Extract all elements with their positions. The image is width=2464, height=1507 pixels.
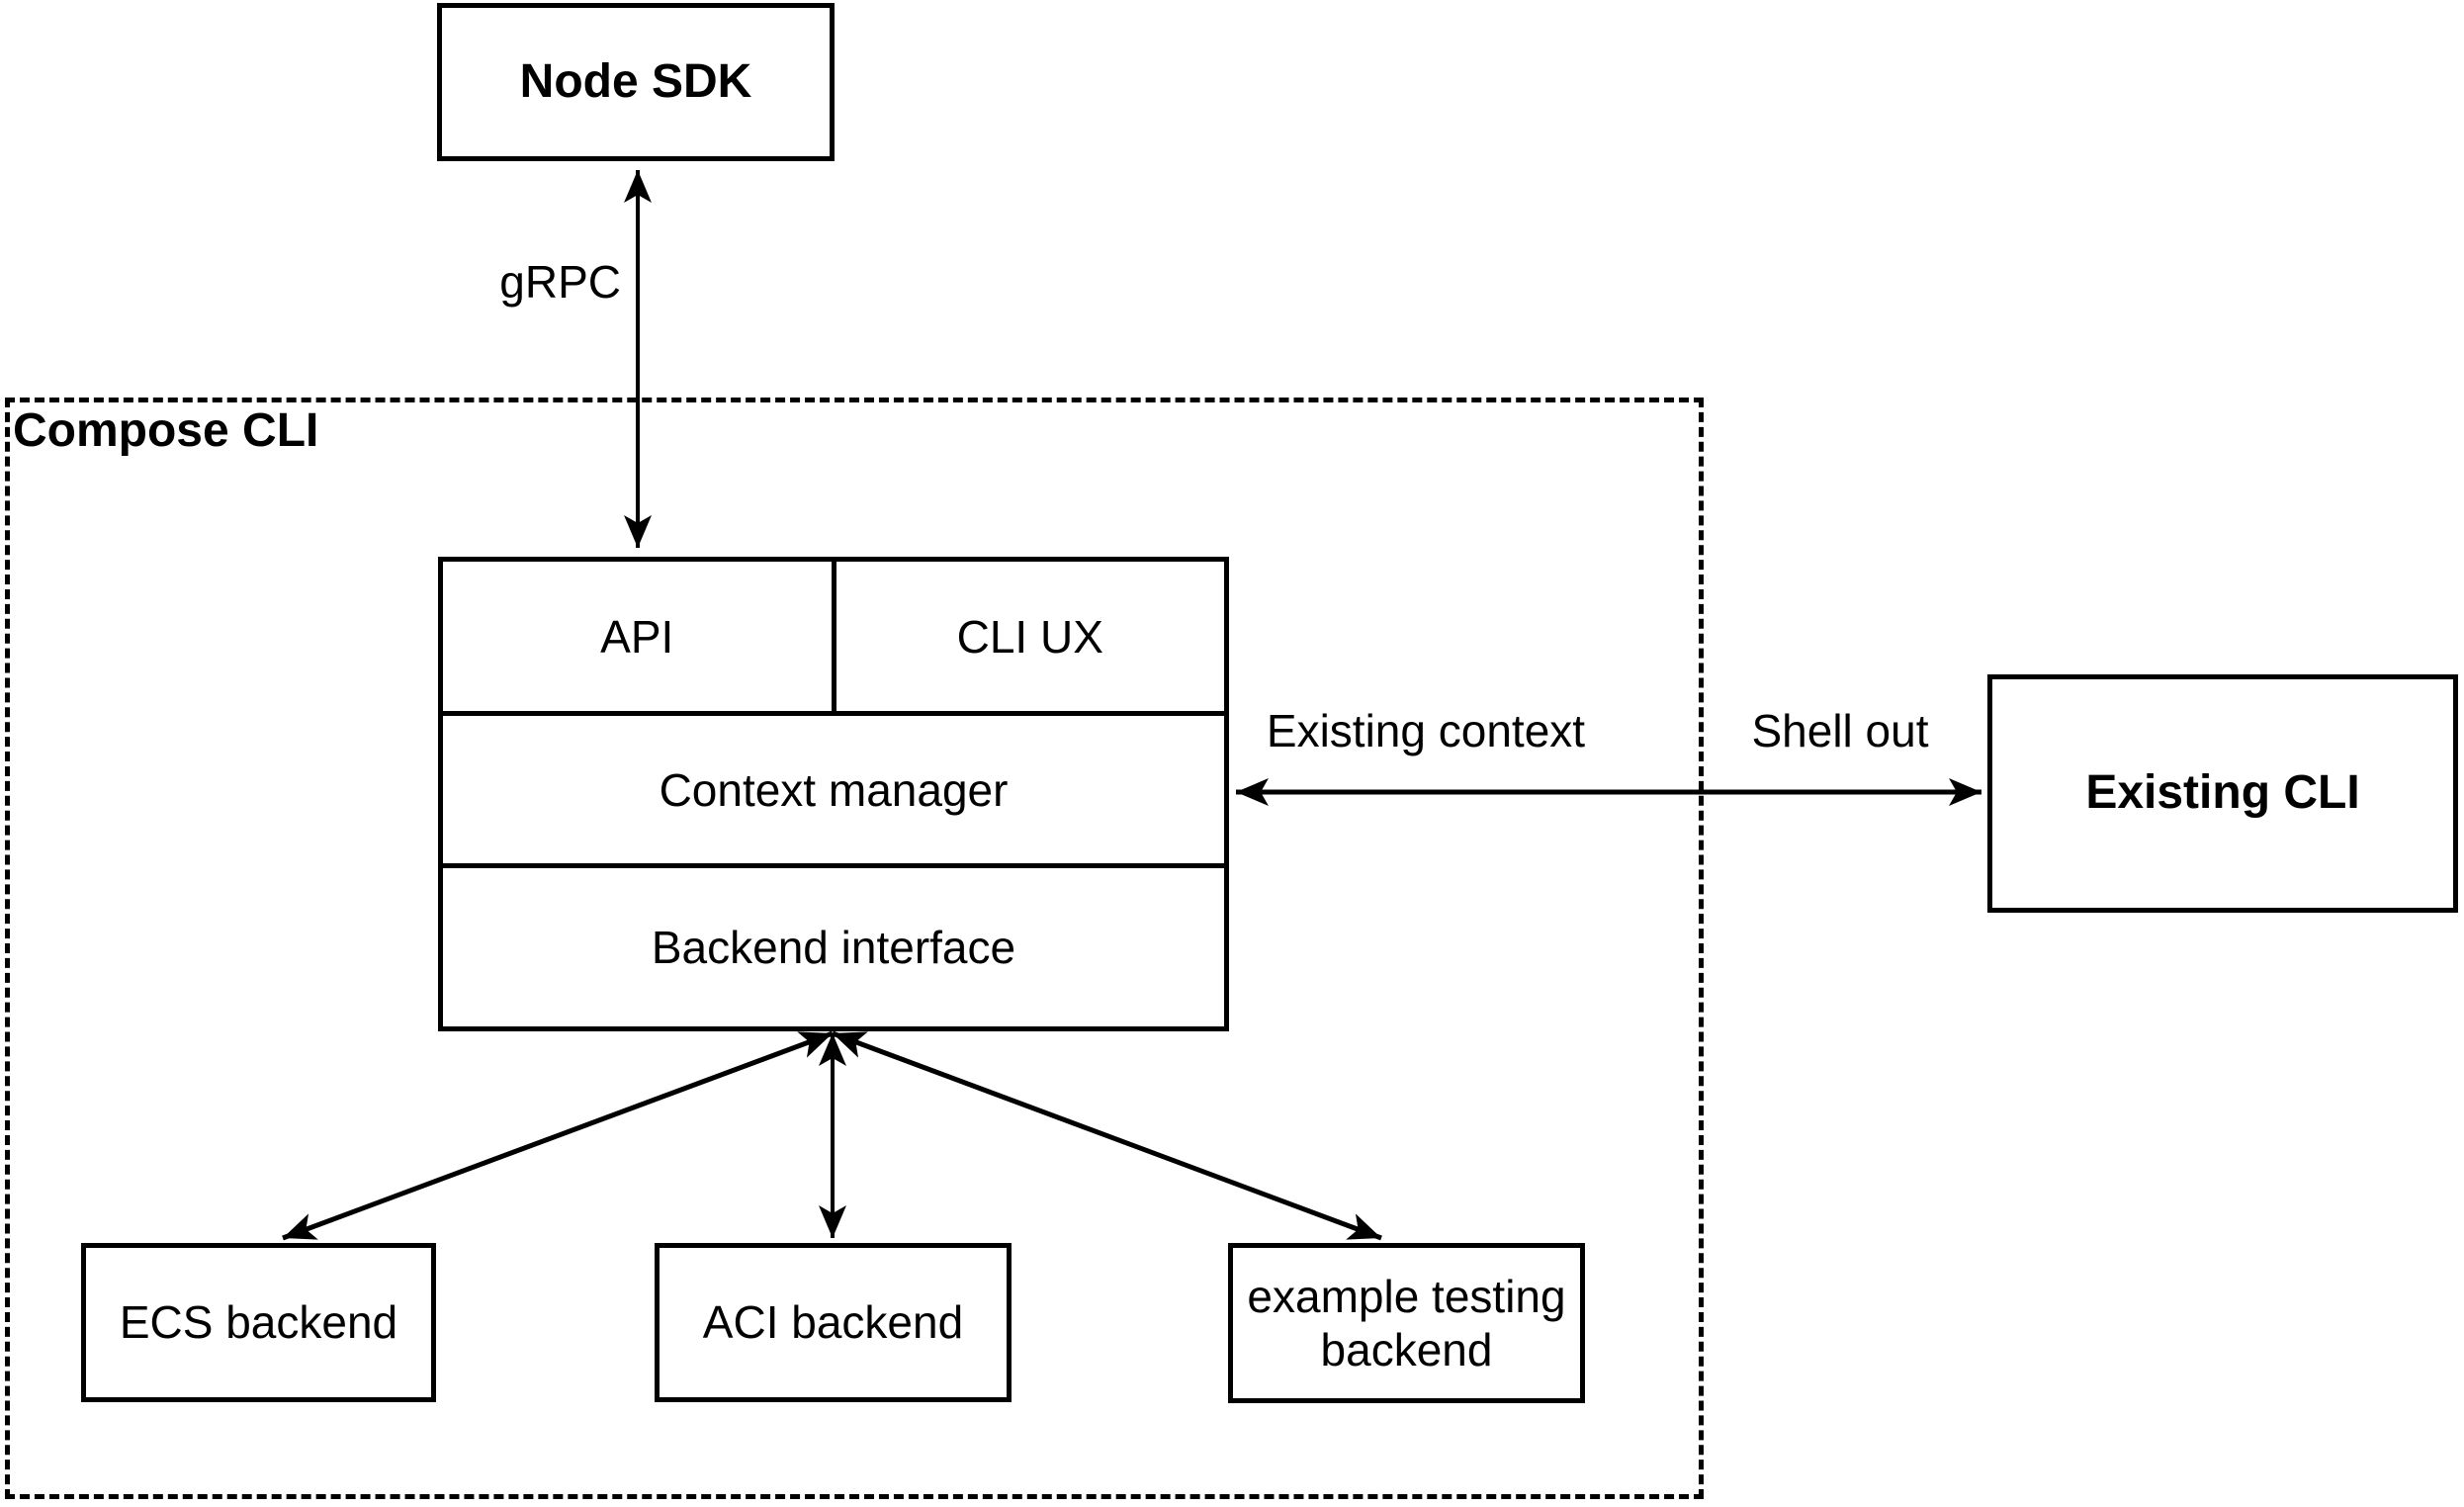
cli-ux-label: CLI UX	[956, 610, 1103, 663]
compose-cli-stack-box: API CLI UX Context manager Backend inter…	[438, 557, 1229, 1031]
cli-ux-cell: CLI UX	[831, 562, 1225, 711]
grpc-edge-label: gRPC	[499, 256, 621, 308]
existing-cli-box: Existing CLI	[1987, 674, 2458, 913]
ecs-backend-label: ECS backend	[119, 1296, 398, 1349]
node-sdk-box: Node SDK	[437, 3, 835, 161]
context-manager-label: Context manager	[659, 763, 1009, 816]
existing-cli-label: Existing CLI	[2085, 766, 2360, 820]
aci-backend-label: ACI backend	[702, 1296, 964, 1349]
example-backend-arrow	[832, 1030, 1382, 1241]
ecs-backend-arrow	[282, 1030, 834, 1241]
compose-cli-group-label: Compose CLI	[13, 404, 319, 457]
api-cell: API	[443, 562, 832, 711]
stack-top-row: API CLI UX	[443, 562, 1224, 716]
existing-context-edge-label: Existing context	[1266, 705, 1586, 756]
ecs-backend-box: ECS backend	[81, 1243, 436, 1402]
aci-backend-box: ACI backend	[655, 1243, 1012, 1402]
backend-interface-label: Backend interface	[651, 922, 1016, 973]
backend-interface-cell: Backend interface	[443, 868, 1224, 1026]
node-sdk-label: Node SDK	[519, 54, 752, 108]
context-manager-cell: Context manager	[443, 716, 1224, 868]
api-label: API	[600, 610, 674, 663]
shell-out-edge-label: Shell out	[1751, 705, 1929, 756]
compose-cli-group-box	[5, 398, 1704, 1499]
example-testing-backend-box: example testing backend	[1228, 1243, 1585, 1403]
example-testing-backend-label: example testing backend	[1247, 1270, 1566, 1375]
